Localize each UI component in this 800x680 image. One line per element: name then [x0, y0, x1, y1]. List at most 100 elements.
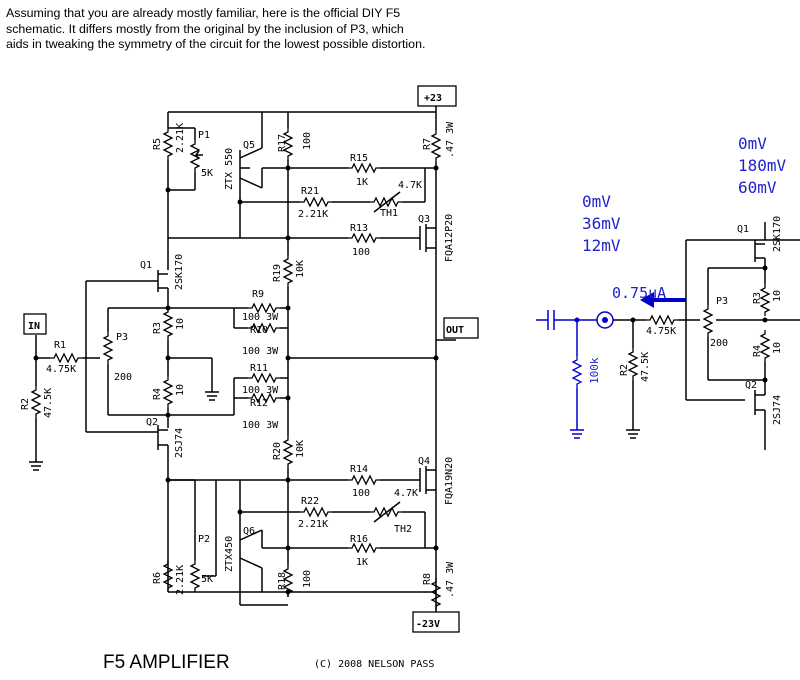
junction-dots — [33, 165, 439, 595]
resistor-r2-symbol — [31, 385, 41, 419]
r7-value: .47 3W — [445, 121, 456, 158]
q2-ref: Q2 — [146, 417, 158, 428]
r14-value: 100 — [352, 488, 370, 499]
p1-wiper — [195, 150, 203, 160]
reading-top-2: 180mV — [738, 156, 787, 175]
q5-ref: Q5 — [243, 140, 255, 151]
r10-ref: R10 — [250, 325, 268, 336]
r10-value: 100 3W — [242, 346, 279, 357]
p2-ref: P2 — [198, 534, 210, 545]
r9-value: 100 3W — [242, 312, 279, 323]
reading-top-3: 60mV — [738, 178, 777, 197]
resistor-r13-symbol — [347, 233, 381, 243]
detail-q2-part: 2SJ74 — [772, 395, 783, 425]
th1-slash — [373, 191, 401, 213]
detail-labels: 0mV 180mV 60mV 0mV 36mV 12mV 0.75uA 100k… — [582, 134, 787, 425]
detail-r3-value: 10 — [772, 290, 783, 302]
positive-rail-box — [417, 85, 457, 107]
detail-r2-ref: R2 — [619, 364, 630, 376]
resistor-r21-symbol — [299, 197, 333, 207]
intro-line: aids in tweaking the symmetry of the cir… — [6, 37, 426, 51]
resistor-r16-symbol — [347, 543, 381, 553]
intro-line: Assuming that you are already mostly fam… — [6, 6, 401, 20]
p2-value: 5K — [201, 574, 213, 585]
detail-r1-value: 4.75K — [646, 326, 676, 337]
th2-slash — [373, 501, 401, 523]
potentiometer-p1-symbol — [190, 139, 200, 173]
intro-line: schematic. It differs mostly from the or… — [6, 21, 404, 36]
r9-ref: R9 — [252, 289, 264, 300]
r6-ref: R6 — [152, 572, 163, 584]
output-label: OUT — [446, 325, 464, 336]
r19-ref: R19 — [272, 264, 283, 282]
r8-value: .47 3W — [445, 561, 456, 598]
positive-rail-label: +23 — [424, 93, 442, 104]
q4-ref: Q4 — [418, 456, 430, 467]
resistor-r1-symbol — [49, 353, 83, 363]
r18-ref: R18 — [277, 572, 288, 590]
reading-top-1: 0mV — [738, 134, 767, 153]
r22-ref: R22 — [301, 496, 319, 507]
detail-q1-part: 2SK170 — [772, 216, 783, 252]
copyright-text: (C) 2008 NELSON PASS — [314, 659, 434, 670]
r18-value: 100 — [302, 570, 313, 588]
q3-ref: Q3 — [418, 214, 430, 225]
potentiometer-p3-symbol — [103, 331, 113, 365]
detail-inset — [536, 222, 800, 450]
input-resistor-value: 100k — [588, 357, 601, 384]
r16-ref: R16 — [350, 534, 368, 545]
component-labels: +23 -23V OUT IN R5 2.21K P1 5K Q5 ZTX 55… — [20, 93, 464, 630]
r16-value: 1K — [356, 557, 368, 568]
r21-value: 2.21K — [298, 209, 328, 220]
r5-ref: R5 — [152, 138, 163, 150]
th2-value: 4.7K — [394, 488, 418, 499]
detail-q2-ref: Q2 — [745, 380, 757, 391]
r1-value: 4.75K — [46, 364, 76, 375]
potentiometer-p2-symbol — [190, 559, 200, 593]
r15-ref: R15 — [350, 153, 368, 164]
p1-ref: P1 — [198, 130, 210, 141]
resistor-r11-symbol — [247, 373, 281, 383]
detail-p3-value: 200 — [710, 338, 728, 349]
q3-part: FQA12P20 — [444, 214, 455, 262]
reading-mid-2: 36mV — [582, 214, 621, 233]
negative-rail-box — [412, 611, 460, 633]
r12-value: 100 3W — [242, 420, 279, 431]
p3-value: 200 — [114, 372, 132, 383]
q5-part: ZTX 550 — [224, 148, 235, 190]
detail-r2-value: 47.5K — [640, 352, 651, 382]
r12-ref: R12 — [250, 398, 268, 409]
r2-value: 47.5K — [43, 388, 54, 418]
r3-value: 10 — [175, 318, 186, 330]
r11-value: 100 3W — [242, 385, 279, 396]
r22-value: 2.21K — [298, 519, 328, 530]
r19-value: 10K — [295, 260, 306, 278]
resistor-r22-symbol — [299, 507, 333, 517]
schematic-wiring — [29, 105, 456, 612]
resistor-r3-symbol — [163, 307, 173, 341]
reading-mid-3: 12mV — [582, 236, 621, 255]
input-box — [23, 313, 47, 335]
q2-part: 2SJ74 — [174, 428, 185, 458]
input-label: IN — [28, 321, 40, 332]
r4-value: 10 — [175, 384, 186, 396]
r6-value: 2.21K — [175, 565, 186, 595]
q1-part: 2SK170 — [174, 254, 185, 290]
r17-value: 100 — [302, 132, 313, 150]
resistor-r5-symbol — [163, 127, 173, 161]
intro-text: Assuming that you are already mostly fam… — [6, 6, 526, 53]
r8-ref: R8 — [422, 573, 433, 585]
detail-p3-ref: P3 — [716, 296, 728, 307]
detail-q1-ref: Q1 — [737, 224, 749, 235]
r21-ref: R21 — [301, 186, 319, 197]
r20-value: 10K — [295, 440, 306, 458]
r13-ref: R13 — [350, 223, 368, 234]
resistor-r14-symbol — [347, 475, 381, 485]
r4-ref: R4 — [152, 388, 163, 400]
r14-ref: R14 — [350, 464, 368, 475]
resistor-r20-symbol — [283, 435, 293, 469]
p3-ref: P3 — [116, 332, 128, 343]
reading-mid-1: 0mV — [582, 192, 611, 211]
r11-ref: R11 — [250, 363, 268, 374]
th1-value: 4.7K — [398, 180, 422, 191]
